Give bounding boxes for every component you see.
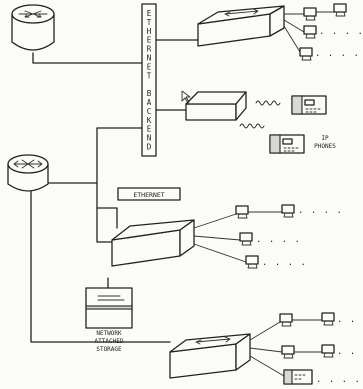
backbone-letter: H — [147, 27, 152, 36]
wire-switch-mid-trunk — [96, 207, 113, 243]
backbone-letter: T — [147, 71, 152, 80]
ethernet-switch-box: ETHERNET — [117, 187, 181, 201]
workstation-computer-icon — [303, 25, 317, 39]
router-left — [7, 154, 49, 192]
ethernet-switch-label: ETHERNET — [133, 191, 164, 199]
switch-middle-links — [193, 213, 247, 263]
trailing-dots: . . . . — [337, 315, 363, 325]
ip-phone-icon — [283, 369, 313, 385]
wire-router-top-backbone — [32, 52, 143, 64]
workstation-computer-icon — [281, 204, 295, 218]
trailing-dots: . . . . — [316, 375, 361, 385]
router-top — [11, 4, 55, 51]
trailing-dots: . . . . — [337, 347, 363, 357]
nas-label: NETWORK ATTACHED STORAGE — [80, 330, 138, 354]
workstation-computer-icon — [321, 312, 335, 326]
backbone-letter: B — [147, 89, 152, 98]
router-left-arrows-icon — [13, 159, 43, 169]
backbone-letter: K — [147, 116, 152, 125]
workstation-computer-icon — [279, 313, 293, 327]
backbone-letter: R — [147, 45, 152, 54]
ip-phones-label-line: IP — [321, 135, 329, 142]
network-attached-storage — [85, 287, 133, 329]
workstation-computer-icon — [235, 205, 249, 219]
workstations-top: . . . . . . . . — [299, 3, 363, 61]
workstations-bottom: . . . . . . . . . . . . — [279, 312, 363, 385]
wireless-signal-icon — [255, 100, 281, 106]
switch-bottom — [169, 333, 251, 379]
backbone-letter: N — [147, 134, 152, 143]
switch-top-links — [283, 13, 305, 53]
switch-middle — [111, 219, 195, 267]
nas-label-line: STORAGE — [96, 346, 122, 353]
backbone-letter: T — [147, 18, 152, 27]
ip-phone-icon — [291, 95, 327, 115]
backbone-letter: N — [147, 54, 152, 63]
ip-phones-label-line: PHONES — [314, 143, 336, 150]
workstations-middle: . . . . . . . . . . . . — [235, 204, 343, 269]
backbone-letter: E — [147, 62, 152, 71]
workstation-computer-icon — [239, 232, 253, 246]
nas-label-line: NETWORK — [96, 330, 122, 337]
switch-top — [197, 5, 285, 47]
workstation-computer-icon — [303, 7, 317, 21]
switch-bottom-links — [249, 321, 285, 377]
wire-router-left-vertical — [30, 189, 171, 343]
switch-bottom-arrows-icon — [195, 336, 231, 345]
backbone-letter: E — [147, 125, 152, 134]
workstation-computer-icon — [281, 345, 295, 359]
trailing-dots: . . . . — [319, 27, 363, 37]
switch-top-arrows-icon — [224, 8, 259, 17]
wireless-access-point — [181, 90, 281, 129]
trailing-dots: . . . . — [298, 206, 343, 216]
backbone-letter: D — [147, 143, 152, 152]
backbone-letter: E — [147, 9, 152, 18]
workstation-computer-icon — [245, 255, 259, 269]
nas-label-line: ATTACHED — [94, 338, 124, 345]
ip-phone-icon — [269, 134, 305, 154]
ip-phones-label: IP PHONES — [307, 135, 343, 151]
backbone-letter: A — [147, 98, 152, 107]
workstation-computer-icon — [321, 344, 335, 358]
wireless-signal-icon — [239, 123, 265, 129]
wire-backbone-trunk — [45, 127, 143, 184]
workstation-computer-icon — [333, 3, 347, 17]
ip-phones — [269, 95, 327, 154]
wires — [30, 39, 199, 343]
cursor-icon — [181, 90, 191, 104]
backbone-letter: E — [147, 36, 152, 45]
backbone-letter: C — [147, 107, 152, 116]
trailing-dots: . . . . — [262, 258, 307, 268]
trailing-dots: . . . . — [315, 49, 360, 59]
router-top-arrows-icon — [18, 10, 48, 18]
trailing-dots: . . . . — [256, 235, 301, 245]
workstation-computer-icon — [299, 47, 313, 61]
wire-trunk-vertical — [96, 182, 118, 229]
